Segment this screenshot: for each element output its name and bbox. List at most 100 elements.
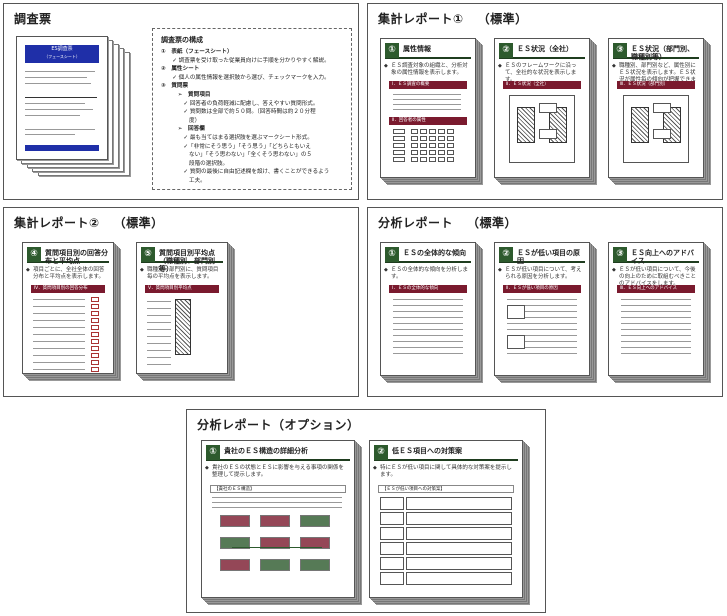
notes-line: ✓ 質問数は全部で約５０問。（回答時間は約２０分程 [161, 109, 316, 116]
decoration [621, 299, 691, 300]
report1-title-suffix: （標準） [477, 12, 528, 26]
decoration [91, 332, 99, 337]
decoration [393, 129, 405, 134]
mini-page-header: Ⅲ．ＥＳ向上へのアドバイス [617, 285, 695, 293]
card-description: ＥＳが低い項目について、今後の向上のために取組むべきことのアドバイスをします。 [612, 267, 697, 288]
report-page: ③ＥＳ状況（部門別、職種別等）職種別、部門別など、属性別にＥＳ状況を表示します。… [608, 38, 704, 178]
decoration [447, 129, 454, 134]
decoration [631, 107, 649, 143]
decoration [621, 305, 691, 306]
option-panel: 分析レポート（オプション） ①貴社のＥＳ構造の詳細分析貴社のＥＳの状態とＥＳに影… [186, 409, 546, 613]
mini-page-header: Ⅳ．質問項目別の回答分布 [31, 285, 105, 293]
decoration [147, 364, 171, 365]
card-title: ＥＳ状況（全社） [517, 45, 573, 53]
decoration [260, 537, 290, 549]
decoration [91, 367, 99, 372]
report-card: ②ＥＳが低い項目の原因ＥＳが低い項目について、考えられる原因を分析します。Ⅱ．Ｅ… [494, 242, 598, 384]
decoration [393, 299, 463, 300]
analysis-title-suffix: （標準） [467, 216, 518, 230]
decoration [539, 103, 557, 113]
decoration [33, 320, 85, 321]
notes-line: 段階の選択肢。 [161, 160, 229, 167]
decoration [393, 104, 461, 105]
card-number: ② [499, 43, 513, 58]
notes-line: ✓ 最も当てはまる選択肢を選ぶマークシート形式。 [161, 135, 313, 141]
card-number: ③ [613, 43, 627, 58]
card-description: ＥＳの全体的な傾向を分析します。 [384, 267, 469, 281]
decoration [621, 341, 691, 342]
decoration [91, 304, 99, 309]
decoration [393, 305, 463, 306]
decoration [380, 572, 404, 585]
decoration [393, 311, 463, 312]
analysis-panel: 分析レポート（標準） ①ＥＳの全体的な傾向ＥＳの全体的な傾向を分析します。Ⅰ．Ｅ… [367, 207, 723, 397]
option-title: 分析レポート（オプション） [197, 416, 360, 433]
decoration [406, 512, 512, 525]
decoration [33, 369, 85, 370]
decoration [393, 317, 463, 318]
decoration [420, 129, 427, 134]
decoration [406, 527, 512, 540]
decoration [212, 497, 342, 498]
card-description: 職種別・部門別に、質問項目毎の平均点を表示します。 [140, 267, 221, 281]
card-title: ＥＳ向上へのアドバイス [631, 249, 694, 265]
report-card: ④質問項目別の回答分布と平均点項目ごとに、全社全体の回答分布と平均点を表示します… [22, 242, 122, 382]
card-title: ＥＳが低い項目の原因 [517, 249, 580, 265]
decoration [147, 336, 171, 337]
mini-page-header: Ⅲ．ＥＳ状況（部門別） [617, 81, 695, 89]
decoration [411, 136, 418, 141]
decoration [393, 323, 463, 324]
card-title: ＥＳ状況（部門別、職種別等） [631, 45, 694, 61]
report-card: ⑤質問項目別平均点（職種別、部門別等）職種別・部門別に、質問項目毎の平均点を表示… [136, 242, 236, 382]
card-number: ③ [613, 247, 627, 262]
card-description: ＥＳのフレームワークに沿って、全社的な状況を表示します。 [498, 63, 583, 84]
report-card: ③ＥＳ状況（部門別、職種別等）職種別、部門別など、属性別にＥＳ状況を表示します。… [608, 38, 712, 186]
decoration [393, 99, 461, 100]
decoration [438, 136, 445, 141]
decoration [91, 297, 99, 302]
decoration [621, 353, 691, 354]
survey-cover-sheet: ES調査票 （フェースシート） [16, 36, 108, 160]
report-page: ②低ＥＳ項目への対策案特にＥＳが低い項目に関して具体的な対策案を提示します。【Ｅ… [369, 440, 523, 598]
notes-line: ➢ 回答欄 [161, 126, 205, 133]
decoration [507, 305, 577, 306]
card-description: ＥＳ調査対象の組織と、分析対象の属性情報を表示します。 [384, 63, 469, 77]
mini-page-header: Ⅱ．ＥＳが低い項目の原因 [503, 285, 581, 293]
option-title-text: 分析レポート [197, 418, 273, 432]
decoration [33, 341, 85, 342]
report-page: ①貴社のＥＳ構造の詳細分析貴社のＥＳの状態とＥＳに影響を与える事項の関係を整理し… [201, 440, 355, 598]
decoration [621, 335, 691, 336]
mini-page-header: 【貴社のＥＳ構造】 [210, 485, 346, 493]
report-card: ①ＥＳの全体的な傾向ＥＳの全体的な傾向を分析します。Ⅰ．ＥＳの全体的な傾向 [380, 242, 484, 384]
decoration [147, 357, 171, 358]
notes-line: ② 属性シート [161, 66, 200, 73]
mini-page-header: 【ＥＳが低い項目への対策案】 [378, 485, 514, 493]
decoration [175, 299, 191, 355]
decoration [91, 318, 99, 323]
survey-title: 調査票 [14, 12, 52, 26]
card-header: ② ＥＳ状況（全社） [499, 43, 585, 59]
card-number: ① [385, 247, 399, 262]
decoration [212, 507, 342, 508]
decoration [33, 306, 85, 307]
decoration [507, 323, 577, 324]
card-number: ④ [27, 247, 41, 262]
decoration [393, 341, 463, 342]
decoration [33, 313, 85, 314]
decoration [507, 347, 577, 348]
decoration [260, 559, 290, 571]
decoration [91, 346, 99, 351]
decoration [91, 353, 99, 358]
decoration [621, 347, 691, 348]
decoration [653, 103, 671, 113]
decoration [300, 537, 330, 549]
decoration [91, 325, 99, 330]
decoration [380, 557, 404, 570]
card-title: 貴社のＥＳ構造の詳細分析 [224, 447, 308, 455]
decoration [393, 143, 405, 148]
notes-line: ✓「非常にそう思う」「そう思う」「どちらともいえ [161, 143, 311, 150]
report1-title: 集計レポート①（標準） [378, 10, 528, 27]
analysis-title-text: 分析レポート [378, 216, 454, 230]
